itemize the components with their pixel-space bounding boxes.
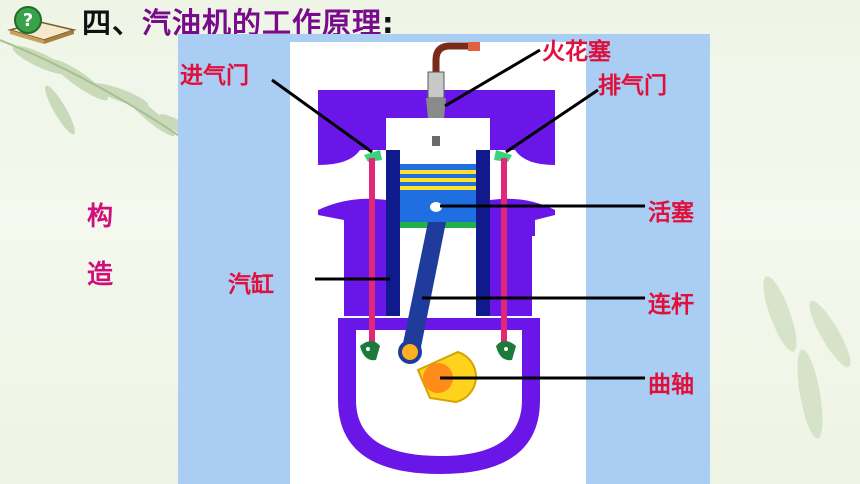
cylinder-wall-right (490, 236, 532, 316)
side-label-1: 构 (86, 202, 113, 232)
cylinder-liner-left (386, 150, 400, 316)
intake-valve-head (364, 150, 382, 162)
exhaust-valve-stem (501, 158, 507, 346)
label-cylinder: 汽缸 (228, 272, 274, 298)
leader-intake-valve (271, 78, 373, 154)
exhaust-valve-head (494, 150, 512, 162)
label-connecting-rod: 连杆 (648, 292, 694, 318)
spark-plug-body (427, 71, 445, 99)
cylinder-head (318, 90, 555, 236)
label-intake-valve: 进气门 (180, 63, 249, 89)
book-question-icon: ? (7, 6, 77, 44)
leader-spark-plug (444, 48, 541, 108)
label-crankshaft: 曲轴 (648, 372, 694, 398)
label-spark-plug: 火花塞 (542, 39, 611, 65)
crankshaft (423, 363, 453, 393)
title-punct: : (382, 6, 395, 40)
label-exhaust-valve: 排气门 (598, 73, 667, 99)
cylinder-wall-left (344, 236, 386, 316)
label-piston: 活塞 (648, 200, 694, 226)
connecting-rod (402, 222, 446, 352)
leaf-decoration-right (763, 276, 851, 439)
spark-plug-wire (432, 42, 472, 100)
leader-exhaust-valve (505, 88, 599, 154)
intake-valve-stem (369, 158, 375, 346)
cylinder-liner-right (476, 150, 490, 316)
svg-text:?: ? (23, 10, 33, 31)
intake-cam (360, 341, 380, 361)
piston-pin (430, 202, 442, 212)
side-label-2: 造 (86, 260, 113, 290)
title-section-number: 四、 (82, 6, 143, 40)
